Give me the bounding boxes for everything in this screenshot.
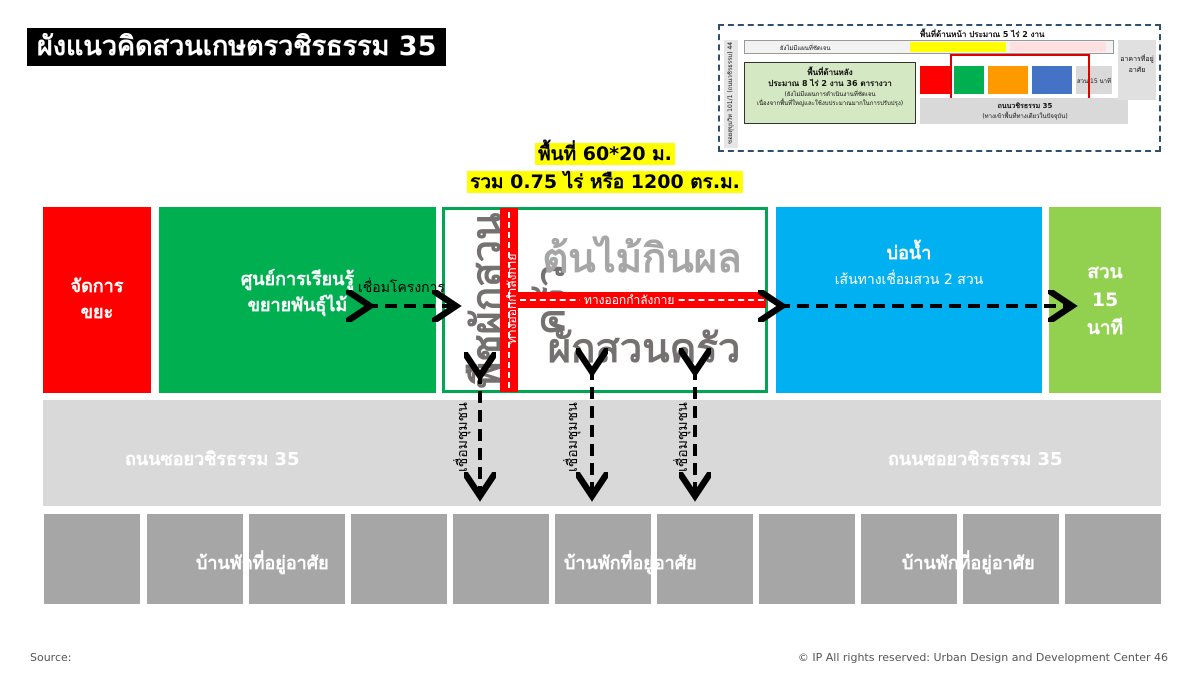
house-block <box>44 514 140 604</box>
house-block <box>1065 514 1161 604</box>
house-block <box>147 514 243 604</box>
minimap-no-plan: ยังไม่มีแผนที่ชัดเจน <box>780 45 831 52</box>
zone-waste-management: จัดการขยะ <box>43 207 151 393</box>
house-block <box>861 514 957 604</box>
houses-label-center: บ้านพักที่อยู่อาศัย <box>564 553 697 574</box>
houses-label-right: บ้านพักที่อยู่อาศัย <box>902 553 1035 574</box>
house-block <box>759 514 855 604</box>
footer-source: Source: <box>30 651 72 664</box>
house-block <box>249 514 345 604</box>
house-block <box>453 514 549 604</box>
footer-copyright: © IP All rights reserved: Urban Design a… <box>797 651 1168 664</box>
exercise-path-horizontal-label: ทางออกกำลังกาย <box>580 292 679 308</box>
area-size-label: พื้นที่ 60*20 ม. รวม 0.75 ไร่ หรือ 1200 … <box>420 140 790 196</box>
page-title: ผังแนวคิดสวนเกษตรวชิรธรรม 35 <box>27 28 447 66</box>
mini-site-map: พื้นที่ด้านหน้า ประมาณ 5 ไร่ 2 งาน ซอยสุ… <box>718 24 1161 152</box>
minimap-front-area: พื้นที่ด้านหน้า ประมาณ 5 ไร่ 2 งาน <box>920 30 1045 39</box>
zone-fruit-trees: ต้นไม้กินผล <box>542 236 742 282</box>
house-block <box>657 514 753 604</box>
house-block <box>963 514 1059 604</box>
house-block <box>351 514 447 604</box>
house-block <box>555 514 651 604</box>
road-label-left: ถนนซอยวชิรธรรม 35 <box>125 449 300 470</box>
road-label-right: ถนนซอยวชิรธรรม 35 <box>888 449 1063 470</box>
minimap-side-building: อาคารที่อยู่อาศัย <box>1120 55 1154 74</box>
houses-label-left: บ้านพักที่อยู่อาศัย <box>196 553 329 574</box>
